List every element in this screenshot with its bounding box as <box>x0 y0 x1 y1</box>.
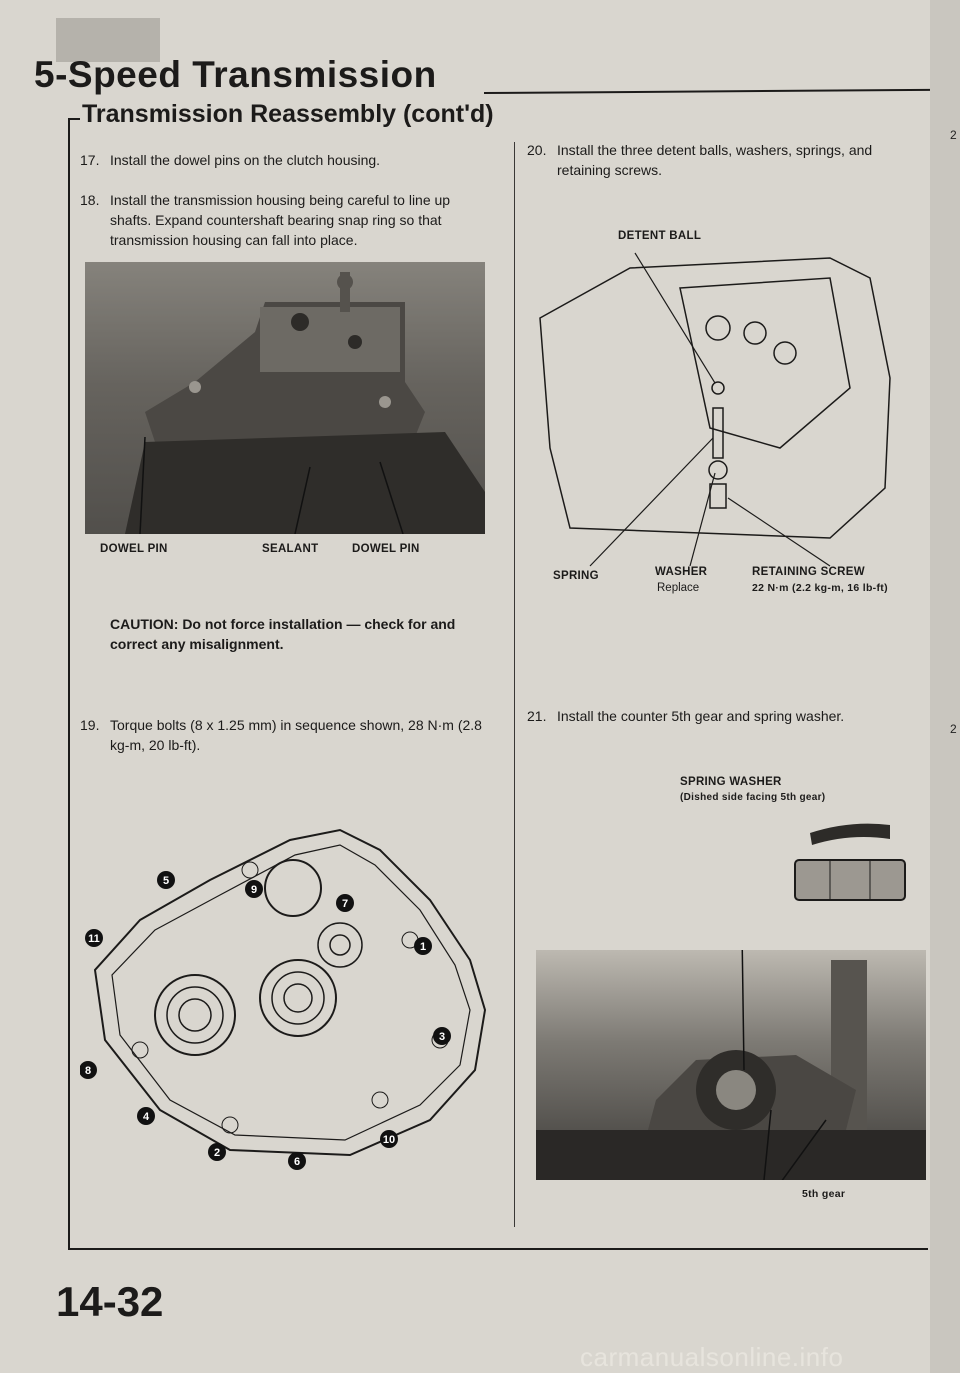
label-retaining-torque: 22 N·m (2.2 kg-m, 16 lb-ft) <box>752 582 888 594</box>
bolt-1-label: 1 <box>420 941 426 953</box>
bolt-2-label: 2 <box>214 1147 220 1159</box>
spring-washer-drawing <box>794 823 906 901</box>
bolt-5-label: 5 <box>163 875 169 887</box>
section-subtitle: Transmission Reassembly (cont'd) <box>82 100 494 128</box>
adjacent-page-number-bottom: 2 <box>950 722 957 736</box>
label-spring-washer: SPRING WASHER <box>680 776 782 788</box>
step-19: 19. Torque bolts (8 x 1.25 mm) in sequen… <box>80 717 482 753</box>
fifth-gear-photo-drawing <box>536 950 926 1180</box>
detent-diagram <box>539 252 891 567</box>
label-retaining-screw: RETAINING SCREW <box>752 566 865 578</box>
housing-photo <box>85 262 485 534</box>
bolt-9-label: 9 <box>251 884 257 896</box>
frame-bottom-rule <box>68 1248 928 1250</box>
header-rule <box>483 88 930 94</box>
label-spring: SPRING <box>553 570 599 582</box>
adjacent-page-edge <box>930 0 960 1373</box>
column-divider <box>514 142 515 1227</box>
fifth-gear-photo <box>536 950 926 1180</box>
step-20: 20. Install the three detent balls, wash… <box>527 142 873 178</box>
housing-photo-drawing <box>85 262 485 534</box>
section-title: 5-Speed Transmission <box>34 54 437 95</box>
step-21: 21. Install the counter 5th gear and spr… <box>527 708 845 724</box>
step-18: 18. Install the transmission housing bei… <box>80 192 451 248</box>
label-sealant: SEALANT <box>262 543 319 555</box>
label-washer: WASHER <box>655 566 708 578</box>
bolt-8-label: 8 <box>85 1065 91 1077</box>
label-washer-note: Replace <box>657 582 700 594</box>
bolt-6-label: 6 <box>294 1156 300 1168</box>
bolt-11-label: 11 <box>88 933 100 945</box>
bolt-4-label: 4 <box>143 1111 150 1123</box>
label-fifth-gear: 5th gear <box>802 1188 846 1200</box>
adjacent-page-number-top: 2 <box>950 128 957 142</box>
bolt-7-label: 7 <box>342 898 348 910</box>
bolt-sequence-diagram: 1 2 3 4 5 6 7 8 9 10 11 <box>80 828 487 1170</box>
caution-note: CAUTION: Do not force installation — che… <box>110 616 456 652</box>
watermark: carmanualsonline.info <box>580 1342 844 1372</box>
label-spring-washer-note: (Dished side facing 5th gear) <box>680 792 826 803</box>
label-dowel-pin-right: DOWEL PIN <box>352 543 420 555</box>
header-graphic <box>56 18 160 62</box>
frame-left-rule <box>68 118 70 1248</box>
bolt-3-label: 3 <box>439 1031 445 1043</box>
label-detent-ball: DETENT BALL <box>618 230 702 242</box>
frame-corner <box>68 118 80 120</box>
page-number: 14-32 <box>56 1278 164 1325</box>
label-dowel-pin-left: DOWEL PIN <box>100 543 168 555</box>
step-17: 17. Install the dowel pins on the clutch… <box>80 152 381 168</box>
manual-page: 5-Speed Transmission Transmission Reasse… <box>0 0 930 1373</box>
bolt-10-label: 10 <box>383 1134 395 1146</box>
